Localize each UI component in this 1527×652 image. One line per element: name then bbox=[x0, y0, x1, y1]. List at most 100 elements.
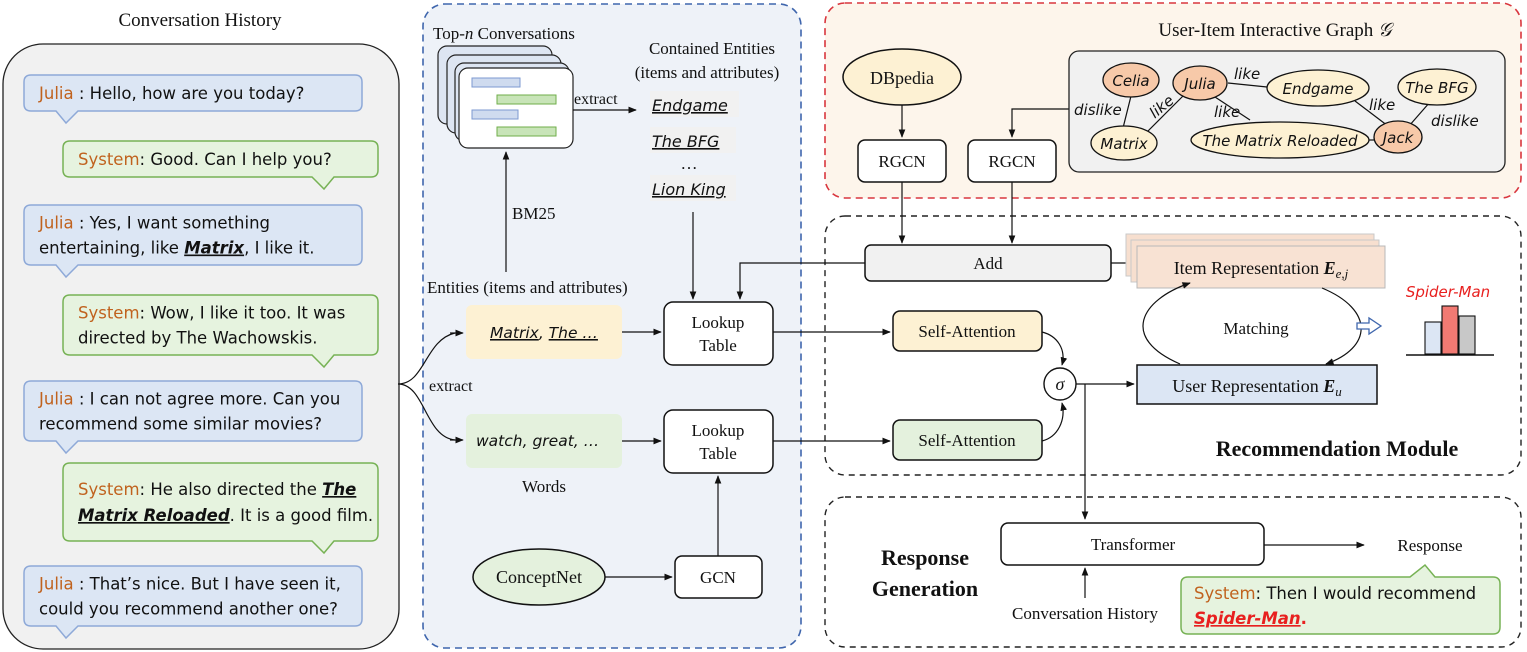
word-input-box bbox=[466, 414, 622, 468]
svg-text:The Matrix Reloaded: The Matrix Reloaded bbox=[1202, 132, 1358, 150]
chat-line: Julia : That’s nice. But I have seen it, bbox=[38, 575, 341, 594]
matching-label: Matching bbox=[1223, 319, 1289, 338]
extract-top-label: extract bbox=[574, 91, 618, 108]
chat-line: directed by The Wachowskis. bbox=[78, 329, 318, 348]
entity-input-box bbox=[466, 305, 622, 359]
svg-text:Lookup: Lookup bbox=[692, 313, 745, 332]
svg-text:Transformer: Transformer bbox=[1091, 535, 1176, 554]
svg-text:User Representation Eu: User Representation Eu bbox=[1172, 376, 1342, 399]
svg-text:RGCN: RGCN bbox=[878, 152, 925, 171]
word-input-text: watch, great, … bbox=[476, 432, 599, 450]
contained-entities-label-2: (items and attributes) bbox=[635, 63, 779, 82]
entities-items-label: Entities (items and attributes) bbox=[427, 278, 628, 297]
conversation-bubbles: Julia : Hello, how are you today? System:… bbox=[23, 74, 379, 640]
entity-the-bfg: The BFG bbox=[652, 132, 719, 151]
chat-bubble-system bbox=[62, 140, 379, 191]
chat-line: Matrix Reloaded. It is a good film. bbox=[78, 506, 373, 525]
chat-bubble-system bbox=[62, 294, 379, 369]
chat-bubble-julia bbox=[23, 565, 363, 640]
extract-brace-arrows bbox=[397, 332, 456, 441]
svg-text:Jack: Jack bbox=[1380, 129, 1415, 147]
entity-endgame: Endgame bbox=[652, 96, 728, 115]
conversation-history-input-label: Conversation History bbox=[1012, 604, 1158, 623]
chat-bubble-julia bbox=[23, 74, 363, 125]
svg-text:σ: σ bbox=[1056, 374, 1066, 394]
svg-text:Matrix: Matrix bbox=[1100, 135, 1147, 153]
svg-text:Self-Attention: Self-Attention bbox=[918, 431, 1016, 450]
svg-text:Lookup: Lookup bbox=[692, 421, 745, 440]
svg-text:Table: Table bbox=[699, 444, 737, 463]
response-label: Response bbox=[1397, 536, 1462, 555]
self-attention-word bbox=[892, 419, 1043, 461]
chat-line: System: Good. Can I help you? bbox=[78, 150, 332, 169]
words-label: Words bbox=[522, 477, 566, 496]
svg-text:like: like bbox=[1214, 103, 1240, 121]
svg-text:RGCN: RGCN bbox=[988, 152, 1035, 171]
graph-edge-labels: dislike like like like like dislike bbox=[1074, 65, 1479, 130]
user-node-julia bbox=[1172, 65, 1228, 101]
chat-bubble-julia bbox=[23, 380, 363, 455]
spider-man-label: Spider-Man bbox=[1406, 283, 1490, 301]
svg-text:DBpedia: DBpedia bbox=[870, 68, 934, 88]
response-bubble-line1: System: Then I would recommend bbox=[1194, 584, 1476, 603]
response-generation-title-1: Response bbox=[881, 545, 969, 570]
lookup-table-words bbox=[663, 409, 774, 474]
user-node-jack bbox=[1373, 120, 1423, 154]
user-node-celia bbox=[1102, 62, 1160, 98]
chat-bubble-system bbox=[62, 462, 379, 555]
svg-text:Celia: Celia bbox=[1112, 72, 1149, 90]
svg-text:Julia: Julia bbox=[1181, 75, 1215, 93]
response-generation-title-2: Generation bbox=[872, 576, 978, 601]
add-to-lookup-arrow bbox=[736, 262, 865, 300]
chat-line: entertaining, like Matrix, I like it. bbox=[39, 239, 315, 258]
transformer-box bbox=[1000, 522, 1265, 566]
item-node-matrix bbox=[1090, 125, 1158, 161]
recommendation-module bbox=[824, 215, 1522, 476]
chat-line: Julia : Hello, how are you today? bbox=[38, 84, 304, 103]
chat-line: System: He also directed the The bbox=[78, 480, 356, 499]
entity-ellipsis: … bbox=[681, 154, 698, 173]
chat-line: System: Wow, I like it too. It was bbox=[78, 304, 345, 323]
matching-cycle-down bbox=[1321, 287, 1362, 365]
svg-text:Endgame: Endgame bbox=[1282, 80, 1353, 98]
svg-text:Add: Add bbox=[973, 254, 1003, 273]
chat-line: recommend some similar movies? bbox=[39, 415, 322, 434]
lookup-table-entities bbox=[663, 301, 774, 366]
self-attention-entity bbox=[892, 310, 1043, 352]
item-node-bfg bbox=[1397, 68, 1477, 106]
item-node-endgame bbox=[1266, 69, 1370, 107]
response-bubble-line2: Spider-Man. bbox=[1194, 609, 1307, 628]
user-representation bbox=[1136, 364, 1378, 405]
topn-conversations-label: Top-n Conversations bbox=[433, 24, 575, 43]
entity-lion-king: Lion King bbox=[652, 180, 726, 199]
svg-text:Table: Table bbox=[699, 336, 737, 355]
graph-nodes: Celia Julia Endgame The BFG Matrix The M… bbox=[1090, 62, 1477, 161]
contained-entities-label-1: Contained Entities bbox=[649, 39, 775, 58]
svg-text:ConceptNet: ConceptNet bbox=[496, 567, 582, 587]
svg-text:like: like bbox=[1234, 65, 1260, 83]
recommendation-module-title: Recommendation Module bbox=[1216, 436, 1459, 461]
item-node-reloaded bbox=[1190, 121, 1370, 159]
conversation-history-title: Conversation History bbox=[118, 10, 282, 31]
entity-input-text: Matrix, The … bbox=[490, 324, 598, 342]
graph-title: User-Item Interactive Graph 𝒢 bbox=[1158, 20, 1395, 41]
svg-text:Item Representation Ee,j: Item Representation Ee,j bbox=[1174, 258, 1349, 281]
item-representation: Item Representation Ee,j bbox=[1125, 233, 1386, 289]
entity-list: Endgame The BFG … Lion King bbox=[650, 91, 739, 201]
output-hollow-arrow bbox=[1356, 316, 1383, 336]
svg-text:dislike: dislike bbox=[1431, 112, 1479, 130]
svg-text:like: like bbox=[1369, 96, 1395, 114]
response-bubble bbox=[1180, 563, 1501, 635]
response-generation-module bbox=[824, 496, 1522, 648]
bm25-label: BM25 bbox=[512, 204, 555, 223]
conversation-docs-stack bbox=[437, 45, 574, 149]
matching-cycle-up bbox=[1142, 282, 1191, 365]
svg-text:GCN: GCN bbox=[700, 568, 736, 587]
svg-text:Self-Attention: Self-Attention bbox=[918, 322, 1016, 341]
chat-line: Julia : Yes, I want something bbox=[38, 214, 270, 233]
chat-line: Julia : I can not agree more. Can you bbox=[38, 390, 340, 409]
svg-text:The BFG: The BFG bbox=[1405, 79, 1468, 97]
svg-text:dislike: dislike bbox=[1074, 101, 1122, 119]
chat-bubble-julia bbox=[23, 204, 363, 279]
